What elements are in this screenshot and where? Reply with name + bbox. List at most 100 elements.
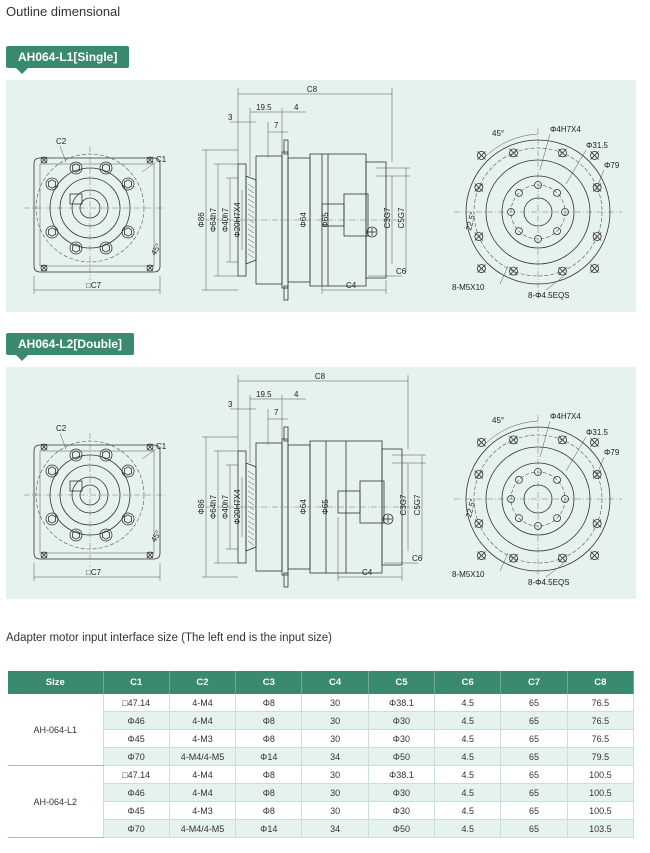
bolt-hex (124, 466, 132, 476)
dimension-label: 45° (492, 129, 504, 138)
dimension-label: C5G7 (397, 207, 406, 228)
dimension-label: 4 (294, 390, 299, 399)
tap-hole (561, 208, 569, 216)
drawing-line (545, 275, 565, 291)
bolt-stud-bottom (283, 572, 289, 588)
bolt-hex (72, 530, 80, 540)
drawing-line (247, 505, 255, 511)
dimension-label: □C7 (86, 568, 102, 577)
table-cell: 65 (500, 783, 568, 802)
drawing-line (247, 490, 255, 496)
bolt-hex (102, 243, 110, 253)
table-cell: 4.5 (434, 747, 502, 766)
table-cell: 4.5 (434, 711, 502, 730)
dimension-label: Φ65 (321, 499, 330, 515)
dimension-label: 7 (274, 408, 279, 417)
dimension-label: Φ64 (299, 212, 308, 228)
drawing-line (477, 264, 486, 273)
drawing-line (247, 218, 255, 224)
table-cell: 76.5 (567, 729, 635, 748)
mount-hole (509, 148, 518, 158)
mount-hole (477, 151, 486, 160)
column-header: C7 (500, 671, 568, 694)
tap-hole (561, 495, 569, 503)
bolt-hex (48, 514, 56, 524)
table-cell: Φ50 (368, 819, 436, 838)
drawing-line (59, 432, 67, 450)
drawing-line (499, 265, 509, 285)
dimension-label: C8 (315, 372, 326, 381)
drawing-line (592, 519, 602, 528)
drawing-line (474, 232, 484, 241)
dimension-label: C5G7 (413, 494, 422, 515)
bolt-hex (124, 514, 132, 524)
table-cell: 65 (500, 747, 568, 766)
bolt-head (121, 512, 135, 526)
dimension-label: Φ31.5 (586, 141, 609, 150)
flange-inner (39, 163, 155, 267)
drawing-line (247, 530, 255, 536)
bolt-head (121, 464, 135, 478)
bolt-stud-top (283, 139, 289, 155)
drawing-line (247, 510, 255, 516)
dimension-label: C4 (346, 281, 357, 290)
column-header: Size (8, 671, 104, 694)
table-cell: 30 (301, 729, 369, 748)
bolt-hex (72, 163, 80, 173)
dimension-label: C1 (156, 442, 167, 451)
dimension-label: Φ20H7X4 (233, 202, 242, 238)
table-cell: 100.5 (567, 783, 635, 802)
mount-hole (477, 264, 486, 273)
dimension-label: 4 (294, 103, 299, 112)
page-title: Outline dimensional (6, 4, 121, 19)
dimension-label: 3 (228, 113, 233, 122)
table-cell: Φ8 (235, 783, 303, 802)
bolt-head (99, 448, 113, 462)
mount-hole (40, 156, 48, 164)
flange-inner (39, 450, 155, 554)
dimension-label: C3G7 (399, 494, 408, 515)
drawing-line (595, 169, 605, 191)
tap-hole (507, 495, 515, 503)
mount-pcd (473, 434, 603, 564)
table-cell: Φ70 (103, 819, 170, 838)
table-cell: 4-M4/4-M5 (169, 819, 237, 838)
table-cell: Φ45 (103, 801, 170, 820)
bolt-hex (72, 243, 80, 253)
drawing-line (477, 151, 486, 160)
mount-hole (474, 519, 484, 528)
mount-hole (590, 264, 599, 273)
table-cell: Φ46 (103, 711, 170, 730)
bolt-head (69, 161, 83, 175)
mount-hole (146, 264, 154, 272)
mount-hole (146, 443, 154, 451)
drawing-line (247, 485, 255, 491)
tap-hole (553, 189, 561, 197)
angle-arc (483, 133, 539, 159)
mount-hole (40, 551, 48, 559)
drawing-line (558, 435, 567, 445)
adapter-title: Adapter motor input interface size (The … (6, 632, 332, 644)
mount-hole (509, 553, 518, 563)
table-cell: 65 (500, 729, 568, 748)
drawing-line (565, 149, 587, 185)
dimension-label: Φ64h7 (209, 207, 218, 232)
output-shaft (359, 480, 385, 524)
dimension-label: 45° (492, 416, 504, 425)
table-cell: Φ8 (235, 694, 303, 712)
drawing-line (474, 183, 484, 192)
drawing-line (247, 233, 255, 239)
table-cell: 65 (500, 694, 568, 712)
keyway (69, 193, 83, 205)
mount-hole (474, 470, 484, 479)
table-cell: 30 (301, 765, 369, 784)
table-cell: Φ8 (235, 765, 303, 784)
table-cell: 76.5 (567, 711, 635, 730)
bolt-stud-top (283, 426, 289, 442)
drawing-line (592, 232, 602, 241)
mount-hole (558, 266, 567, 276)
tap-hole (534, 181, 542, 189)
